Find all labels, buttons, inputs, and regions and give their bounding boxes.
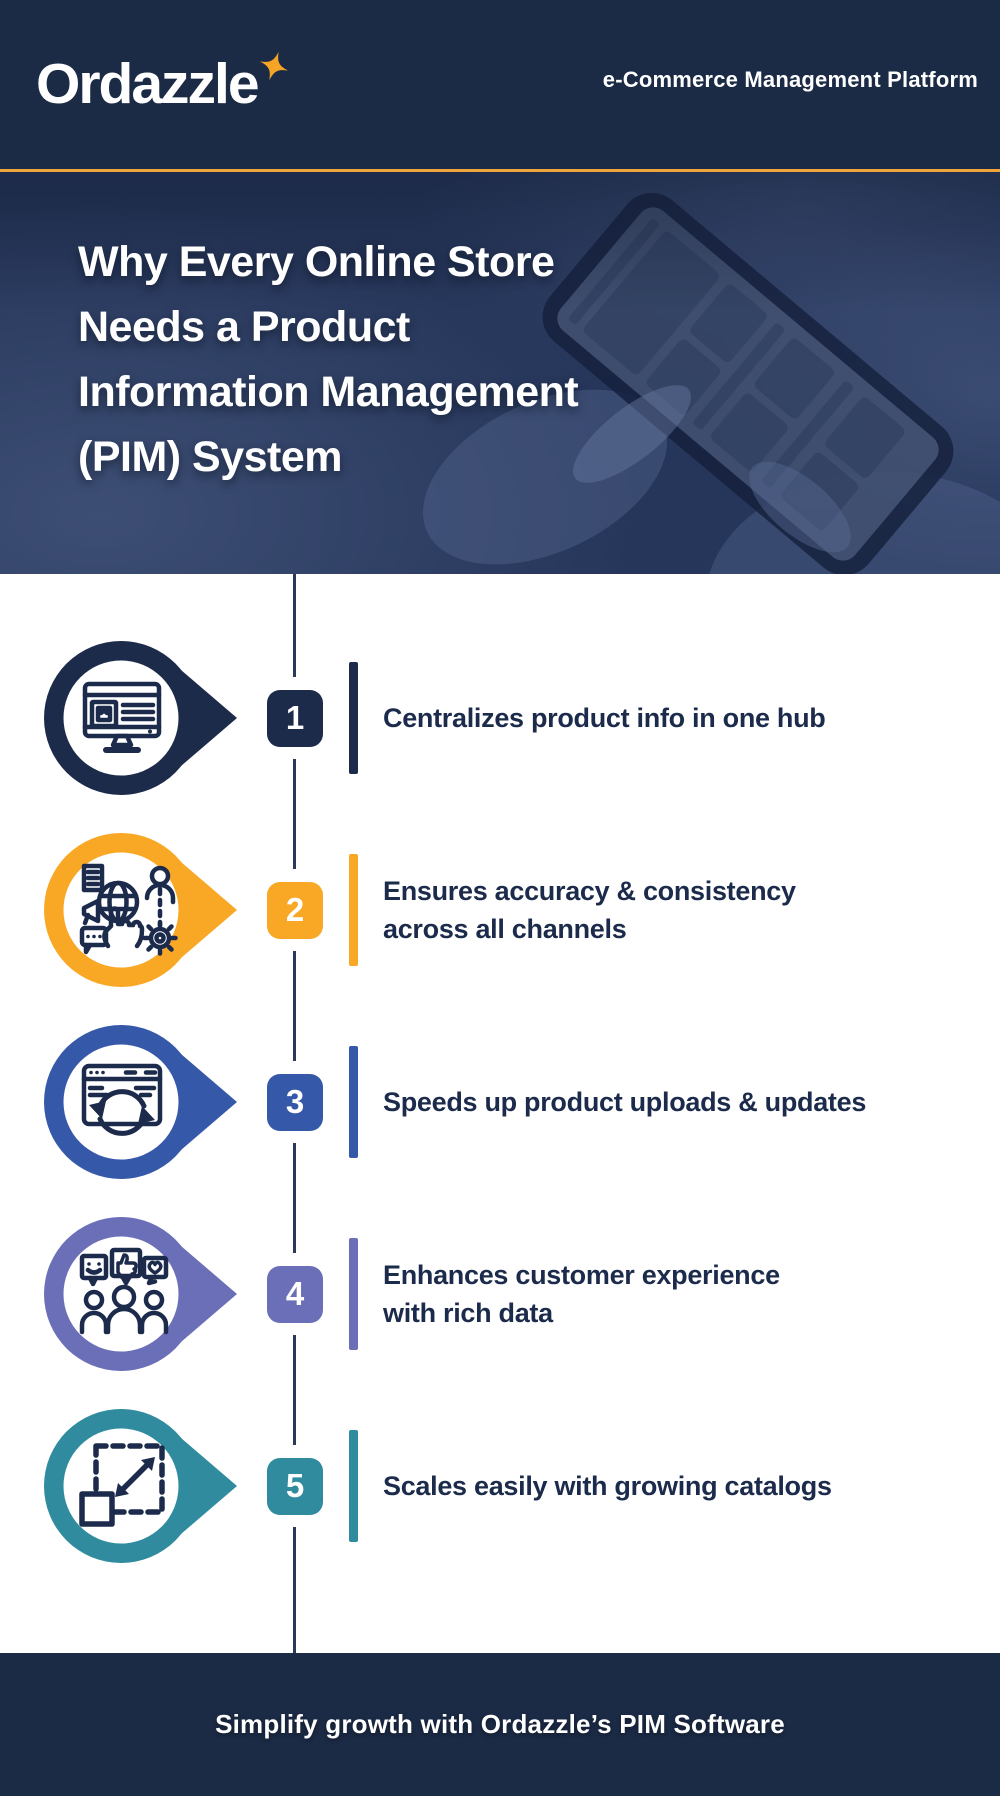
global-channels-icon xyxy=(44,833,237,987)
benefit-row-2: 2 Ensures accuracy & consistency across … xyxy=(0,825,1000,995)
benefit-label: Ensures accuracy & consistency across al… xyxy=(383,872,796,948)
accent-bar xyxy=(349,662,358,774)
hero-photo-illustration xyxy=(422,192,1000,574)
footer: Simplify growth with Ordazzle’s PIM Soft… xyxy=(0,1653,1000,1796)
benefit-label-line: Ensures accuracy & consistency xyxy=(383,876,796,906)
hero-title-line: Information Management xyxy=(78,368,579,416)
benefit-label-line: Speeds up product uploads & updates xyxy=(383,1087,867,1117)
logo-text: Ordazzle xyxy=(36,52,260,116)
browser-sync-icon xyxy=(44,1025,237,1179)
step-number-badge: 4 xyxy=(267,1265,323,1323)
benefit-row-4: 4 Enhances customer experience with rich… xyxy=(0,1209,1000,1379)
scale-catalog-icon xyxy=(44,1409,237,1563)
step-badge-wrap: 2 xyxy=(265,869,325,951)
benefit-label-line: Enhances customer experience xyxy=(383,1260,780,1290)
step-number-badge: 5 xyxy=(267,1457,323,1515)
accent-bar xyxy=(349,1238,358,1350)
desktop-product-page-icon xyxy=(44,641,237,795)
step-badge-wrap: 5 xyxy=(265,1445,325,1527)
hero-title-line: Needs a Product xyxy=(78,303,410,351)
hero-title: Why Every Online Store Needs a Product I… xyxy=(78,230,579,490)
step-number-badge: 3 xyxy=(267,1073,323,1131)
platform-tagline: e-Commerce Management Platform xyxy=(602,66,978,92)
benefit-label: Enhances customer experience with rich d… xyxy=(383,1256,780,1332)
ordazzle-logo: Ordazzle xyxy=(36,51,292,116)
sparkle-star-icon xyxy=(259,51,288,81)
accent-bar xyxy=(349,854,358,966)
customer-feedback-icon xyxy=(44,1217,237,1371)
benefit-label: Scales easily with growing catalogs xyxy=(383,1467,832,1505)
step-number-badge: 2 xyxy=(267,881,323,939)
step-number-badge: 1 xyxy=(267,689,323,747)
hero-overlay xyxy=(0,172,1000,574)
benefit-label: Centralizes product info in one hub xyxy=(383,699,826,737)
hero-banner: Why Every Online Store Needs a Product I… xyxy=(0,172,1000,574)
footer-cta-text: Simplify growth with Ordazzle’s PIM Soft… xyxy=(215,1709,785,1739)
benefit-label-line: Centralizes product info in one hub xyxy=(383,703,826,733)
step-badge-wrap: 1 xyxy=(265,677,325,759)
gold-divider xyxy=(0,169,1000,172)
benefit-label-line: Scales easily with growing catalogs xyxy=(383,1471,832,1501)
benefit-row-3: 3 Speeds up product uploads & updates xyxy=(0,1017,1000,1187)
benefit-row-5: 5 Scales easily with growing catalogs xyxy=(0,1401,1000,1571)
accent-bar xyxy=(349,1046,358,1158)
step-badge-wrap: 4 xyxy=(265,1253,325,1335)
hero-title-line: Why Every Online Store xyxy=(78,238,555,286)
step-badge-wrap: 3 xyxy=(265,1061,325,1143)
benefit-label-line: with rich data xyxy=(383,1298,553,1328)
header: Ordazzle e-Commerce Management Platform xyxy=(0,0,1000,169)
benefit-label: Speeds up product uploads & updates xyxy=(383,1083,866,1121)
accent-bar xyxy=(349,1430,358,1542)
benefit-label-line: across all channels xyxy=(383,914,627,944)
benefit-row-1: 1 Centralizes product info in one hub xyxy=(0,633,1000,803)
hero-title-line: (PIM) System xyxy=(78,433,343,481)
